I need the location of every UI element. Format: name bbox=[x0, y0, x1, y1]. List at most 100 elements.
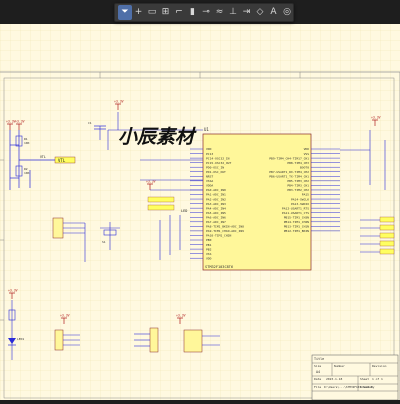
mcu-pin-label: VSS bbox=[304, 152, 310, 156]
switch-reset[interactable] bbox=[84, 222, 120, 262]
mcu-pin-label: PA6-ADC_IN6 bbox=[206, 215, 226, 219]
power-port-symbol[interactable] bbox=[61, 317, 67, 324]
capacitor-c1[interactable] bbox=[94, 125, 106, 130]
place-directive-icon[interactable]: ◎ bbox=[283, 7, 291, 17]
mcu-pin-label: PA11-USART1_CTS bbox=[282, 211, 309, 215]
power-port-icon[interactable]: ⊥ bbox=[229, 7, 237, 17]
add-icon[interactable]: + bbox=[134, 7, 143, 17]
mcu-pin-label: PA1-ADC_IN1 bbox=[206, 193, 226, 197]
power-port-label: +3.3V bbox=[60, 314, 70, 318]
power-port-symbol[interactable] bbox=[7, 123, 13, 130]
divider-circuit bbox=[9, 130, 55, 190]
mcu-pin-label: PB8-TIM4_CH3 bbox=[287, 161, 309, 165]
mcu-pin-label: PB1 bbox=[206, 243, 212, 247]
mcu-pin-label: VSSA bbox=[206, 179, 213, 183]
mcu-pin-label: PB15-TIM1_CH3N bbox=[284, 215, 309, 219]
header-j3[interactable] bbox=[134, 327, 159, 353]
mcu-pin-label: PC15-OSC32_OUT bbox=[206, 161, 231, 165]
mcu-pin-label: PB7-USART1_RX-TIM4_CH2 bbox=[269, 170, 309, 174]
power-port-symbol[interactable] bbox=[147, 183, 153, 190]
size-label: Size bbox=[314, 364, 321, 368]
title-block[interactable] bbox=[311, 354, 399, 401]
mcu-pin-label: PA10-TIM1_CH2N bbox=[206, 234, 231, 238]
mcu-pin-label: PA8-TIM1_BKIN-ADC_IN8 bbox=[206, 225, 244, 229]
place-graphics-icon[interactable]: ◇ bbox=[256, 7, 264, 17]
power-port-label: +3.3V bbox=[176, 314, 186, 318]
power-port-label: +3.3V bbox=[15, 120, 25, 124]
ams1117-regulator[interactable] bbox=[183, 329, 220, 353]
power-port-symbol[interactable] bbox=[9, 292, 15, 299]
r2-label: R2 bbox=[24, 167, 28, 171]
place-port-icon[interactable]: ⊸ bbox=[202, 7, 210, 17]
net-vtl-left[interactable]: VTL bbox=[54, 156, 76, 164]
svg-text:VTL: VTL bbox=[58, 158, 66, 163]
place-bus-icon[interactable]: ⇥ bbox=[242, 7, 251, 17]
header-j2[interactable] bbox=[54, 329, 80, 351]
power-port-label: +3.3V bbox=[146, 180, 156, 184]
power-port-label: +3.3V bbox=[371, 116, 381, 120]
mcu-pin-label: PA9-TIM1_CH1N-ADC_IN9 bbox=[206, 229, 244, 233]
r2-value: 10K bbox=[24, 171, 30, 175]
mcu-pin-label: PA7-ADC_IN7 bbox=[206, 220, 226, 224]
mcu-designator: U1 bbox=[204, 127, 209, 132]
schematic-active-bar: ⏷+ ▭ ⊞ ⌐ ▮ ⊸ ≈ ⊥ ⇥ ◇ A ◎ bbox=[114, 3, 294, 22]
mcu-pin-label: VDDA bbox=[206, 184, 213, 188]
mcu-pin-label: PA12-USART1_RTS bbox=[282, 206, 309, 210]
title-label: Title bbox=[314, 357, 324, 361]
select-rect-icon[interactable]: ▭ bbox=[147, 7, 157, 17]
mcu-pin-label: PA13-SWDIO bbox=[291, 202, 309, 206]
place-wire-icon[interactable]: ⌐ bbox=[175, 7, 183, 17]
mcu-part-name: STM32F103C8T6 bbox=[205, 265, 233, 269]
resistor-r2[interactable] bbox=[15, 165, 23, 177]
net-label-stack bbox=[147, 196, 175, 211]
power-port-label: +3.3V bbox=[114, 100, 124, 104]
power-port-label: +3.3V bbox=[8, 289, 18, 293]
revision-label: Revision bbox=[372, 364, 387, 368]
align-icon[interactable]: ⊞ bbox=[161, 7, 170, 17]
mcu-body[interactable] bbox=[202, 133, 312, 271]
mcu-pin-label: PB13-TIM1_CH1N bbox=[284, 225, 309, 229]
mcu-pin-label: PB3-TIM2_CH2 bbox=[287, 188, 309, 192]
place-text-icon[interactable]: A bbox=[270, 7, 277, 17]
mcu-pin-label: PB4-TIM3_CH1 bbox=[287, 184, 309, 188]
mcu-pin-label: BOOT0 bbox=[300, 165, 309, 169]
place-part-icon[interactable]: ▮ bbox=[190, 7, 195, 17]
resistor-r1[interactable] bbox=[15, 135, 23, 147]
power-port-symbol[interactable] bbox=[115, 103, 121, 110]
mcu-pin-label: PA5-ADC_IN5 bbox=[206, 211, 226, 215]
date-label: Date bbox=[314, 377, 321, 381]
power-port-symbol[interactable] bbox=[177, 317, 183, 324]
mcu-pin-label: NRST bbox=[206, 175, 213, 179]
filter-icon[interactable]: ⏷ bbox=[118, 5, 132, 20]
r1-label: R1 bbox=[24, 137, 28, 141]
mcu-pin-label: PA15 bbox=[302, 193, 309, 197]
right-decoupling bbox=[340, 130, 386, 253]
place-net-label-icon[interactable]: ≈ bbox=[215, 7, 224, 17]
led-d1[interactable] bbox=[8, 300, 16, 360]
mcu-pin-label: PD1-OSC_OUT bbox=[206, 170, 226, 174]
file-label: File bbox=[314, 385, 321, 389]
mcu-pin-label: PA3-ADC_IN3 bbox=[206, 202, 226, 206]
mcu-pin-label: PD0-OSC_IN bbox=[206, 165, 224, 169]
sheet-label: Sheet bbox=[360, 377, 369, 381]
mcu-pin-label: PB2 bbox=[206, 247, 212, 251]
file-value: D:\Users\...\STM32F103.SchDoc bbox=[324, 385, 373, 389]
mcu-pin-label: VDD bbox=[206, 256, 212, 260]
date-value: 2023-1-18 bbox=[326, 377, 342, 381]
mcu-pin-label: PA2-ADC_IN2 bbox=[206, 197, 226, 201]
mcu-pin-label: PB5-TIM3_CH2 bbox=[287, 179, 309, 183]
mcu-pin-label: PA0-ADC_IN0 bbox=[206, 188, 226, 192]
r1-value: 10K bbox=[24, 141, 30, 145]
power-port-symbol[interactable] bbox=[372, 119, 378, 126]
mcu-pin-label: PC14-OSC32_IN bbox=[206, 156, 230, 160]
net-label-small: VTL bbox=[40, 155, 46, 159]
power-port-symbol[interactable] bbox=[16, 123, 22, 130]
header-j1[interactable] bbox=[52, 217, 85, 239]
mcu-right-pins: VDDVSSPB9-TIM4_CH4-TIM17_CH1PB8-TIM4_CH3… bbox=[269, 147, 340, 233]
mcu-pin-label: VDD bbox=[206, 147, 212, 151]
drawn-label: Drawn By bbox=[360, 385, 375, 389]
mcu-pin-label: PA14-SWCLK bbox=[291, 197, 309, 201]
mcu-pin-label: PB6-USART1_TX-TIM4_CH1 bbox=[269, 175, 309, 179]
